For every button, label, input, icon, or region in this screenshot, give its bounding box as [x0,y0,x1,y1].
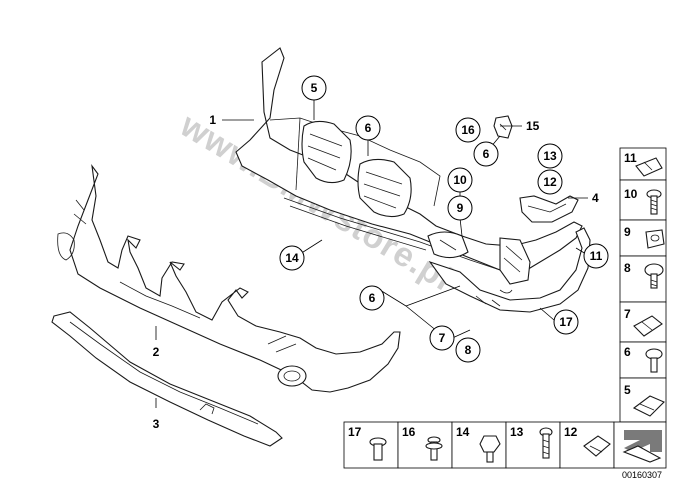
callout-1-label: 1 [209,113,216,127]
callout-9[interactable]: 9 [447,195,473,221]
u-nut-icon [583,435,611,457]
callout-6-bracket-label: 6 [483,147,490,161]
bottom-table-16: 16 [402,425,416,439]
callout-14[interactable]: 14 [279,245,305,271]
callout-12-label: 12 [543,175,557,189]
document-id: 00160307 [622,470,662,480]
callout-9-label: 9 [457,201,464,215]
bumper-carrier-part [235,47,591,313]
callout-17[interactable]: 17 [553,309,579,335]
callout-4-label: 4 [592,191,599,205]
callout-14-label: 14 [285,251,299,265]
callout-16-label: 16 [461,123,475,137]
side-table-7: 7 [624,307,631,321]
callout-15-label: 15 [526,119,540,133]
plastic-nut-icon [425,436,443,461]
callout-6-bracket[interactable]: 6 [473,141,499,167]
sheet-clip-icon [632,395,665,417]
callout-13[interactable]: 13 [537,143,563,169]
hex-bolt-icon [479,435,501,463]
bottom-table-17: 17 [348,425,362,439]
callout-1[interactable]: 1 [209,113,216,127]
side-table-8: 8 [624,261,631,275]
side-table-5: 5 [624,383,631,397]
callout-3-label: 3 [153,417,160,431]
callout-6-lower-label: 6 [369,291,376,305]
side-table-6: 6 [624,345,631,359]
callout-4[interactable]: 4 [592,191,599,205]
callout-6-lower[interactable]: 6 [359,285,385,311]
callout-11[interactable]: 11 [583,243,609,269]
callout-11-label: 11 [590,249,603,263]
push-rivet-icon [645,348,663,373]
callout-5[interactable]: 5 [301,75,327,101]
callout-7[interactable]: 7 [429,325,455,351]
callout-3[interactable]: 3 [153,417,160,431]
nut-insert-icon [645,229,665,249]
spoiler-strip-part [51,311,283,447]
callout-8-label: 8 [465,343,472,357]
callout-8[interactable]: 8 [455,337,481,363]
side-fastener-table: 11 10 9 8 7 6 5 [619,147,667,423]
bottom-table-13: 13 [510,425,524,439]
callout-13-label: 13 [543,149,557,163]
side-table-10: 10 [624,187,638,201]
bumper-trim-panel-part [57,163,401,393]
callout-10-label: 10 [453,173,467,187]
callout-15[interactable]: 15 [526,119,540,133]
callout-16[interactable]: 16 [455,117,481,143]
clip-nut-icon [635,157,663,177]
callout-12[interactable]: 12 [537,169,563,195]
clip-bracket-part [493,115,513,139]
callout-6-grille-label: 6 [365,121,372,135]
self-tapping-screw-icon [539,427,553,459]
side-table-9: 9 [624,225,631,239]
callout-17-label: 17 [559,315,573,329]
bracket-part [519,195,579,223]
bottom-table-12: 12 [564,425,578,439]
spring-nut-icon [633,315,663,337]
callout-10[interactable]: 10 [447,167,473,193]
screw-icon [646,189,662,215]
callout-2-label: 2 [153,345,160,359]
bottom-table-14: 14 [456,425,470,439]
bottom-fastener-table: 17 16 14 13 12 [343,421,667,469]
callout-7-label: 7 [439,331,446,345]
callout-6-grille[interactable]: 6 [355,115,381,141]
arrow-icon [622,430,662,463]
leader-lines [155,100,588,408]
side-table-11: 11 [624,151,637,165]
callout-2[interactable]: 2 [153,345,160,359]
expansion-rivet-icon [644,263,664,289]
callout-5-label: 5 [311,81,318,95]
rivet-icon [369,437,387,461]
